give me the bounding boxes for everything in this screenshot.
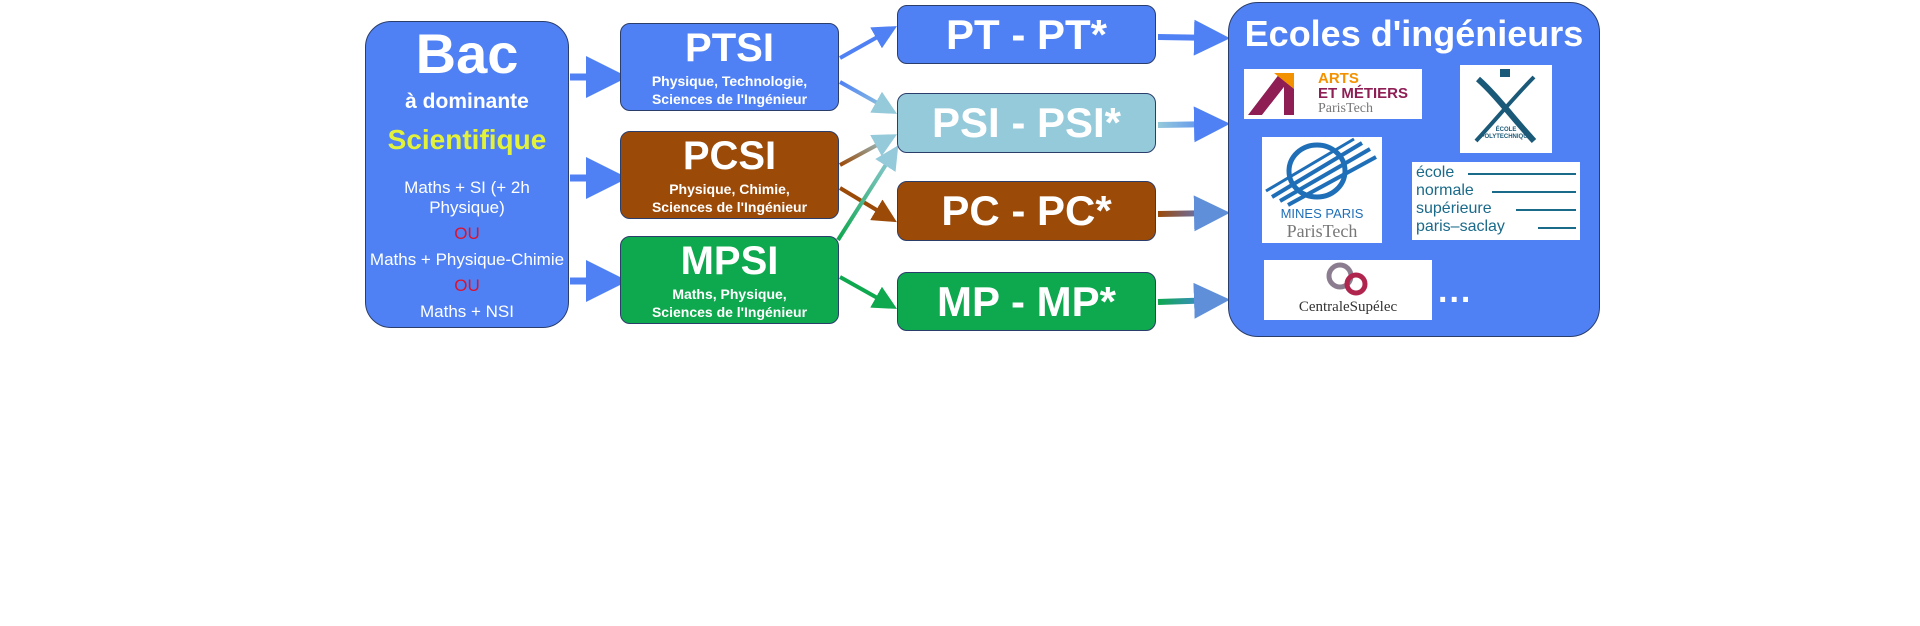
second-year-pt-box: PT - PT* — [897, 5, 1156, 64]
bac-title: Bac — [415, 22, 519, 85]
mines-paris-line2: ParisTech — [1286, 221, 1358, 241]
prepa-pcsi-name: PCSI — [682, 134, 777, 178]
prepa-mpsi-line1: Maths, Physique, — [672, 286, 787, 302]
second-year-pc-label: PC - PC* — [941, 187, 1112, 234]
polytechnique-logo: ÉCOLE POLYTECHNIQUE — [1460, 65, 1552, 153]
ens-rule-1 — [1468, 173, 1576, 175]
second-year-pt-label: PT - PT* — [945, 10, 1107, 58]
bac-or-2: OU — [454, 276, 480, 295]
prepa-pcsi-line1: Physique, Chimie, — [669, 181, 790, 197]
ens-line1: école — [1416, 164, 1455, 181]
arrow-pc-ecoles — [1157, 195, 1230, 232]
mines-paris-line1: MINES PARIS — [1280, 206, 1364, 221]
arts-et-metiers-mark-icon — [1248, 73, 1294, 115]
arrow-mpsi-psi — [836, 145, 899, 242]
ecoles-title: Ecoles d'ingénieurs — [1244, 13, 1584, 54]
arrow-pt-ecoles — [1157, 19, 1230, 56]
bac-subtitle: à dominante — [405, 90, 529, 113]
prepa-pcsi-box: PCSI Physique, Chimie, Sciences de l'Ing… — [620, 131, 839, 219]
second-year-mp-label: MP - MP* — [937, 277, 1116, 325]
second-year-psi-label: PSI - PSI* — [931, 99, 1122, 146]
arrow-ptsi-pt — [839, 26, 897, 60]
ens-paris-saclay-logo: école normale supérieure paris–saclay — [1412, 162, 1580, 240]
ens-rule-4 — [1538, 227, 1576, 229]
polytechnique-small2: POLYTECHNIQUE — [1480, 134, 1532, 140]
arrow-mpsi-mp — [839, 275, 897, 309]
bac-option-2: Maths + Physique-Chimie — [369, 250, 565, 269]
ens-line2: normale — [1416, 182, 1474, 199]
ens-rule-2 — [1492, 191, 1576, 193]
arrow-ptsi-psi — [839, 80, 897, 114]
arrow-psi-ecoles — [1157, 106, 1230, 143]
prepa-mpsi-name: MPSI — [680, 239, 779, 283]
prepa-mpsi-line2: Sciences de l'Ingénieur — [651, 304, 808, 320]
more-ecoles-ellipsis: ... — [1438, 272, 1473, 310]
prepa-pcsi-line2: Sciences de l'Ingénieur — [651, 199, 808, 215]
prepa-mpsi-box: MPSI Maths, Physique, Sciences de l'Ingé… — [620, 236, 839, 324]
prepa-ptsi-line1: Physique, Technologie, — [651, 73, 808, 89]
arts-et-metiers-line2: ET MÉTIERS — [1318, 85, 1409, 102]
centralesupelec-mark-icon — [1326, 262, 1368, 296]
centralesupelec-logo: CentraleSupélec — [1264, 260, 1432, 320]
bac-highlight: Scientifique — [387, 124, 547, 155]
ens-line3: supérieure — [1416, 200, 1492, 217]
bac-or-1: OU — [454, 224, 480, 243]
centralesupelec-name: CentraleSupélec — [1298, 299, 1398, 315]
prepa-ptsi-line2: Sciences de l'Ingénieur — [651, 91, 808, 107]
arts-et-metiers-line3: ParisTech — [1318, 101, 1374, 116]
second-year-mp-box: MP - MP* — [897, 272, 1156, 331]
arrow-pcsi-psi — [839, 134, 898, 167]
bac-option-1: Maths + SI (+ 2h Physique) — [404, 178, 530, 217]
mines-paris-logo: MINES PARIS ParisTech — [1262, 137, 1382, 243]
second-year-pc-box: PC - PC* — [897, 181, 1156, 241]
bac-box: Bac à dominante Scientifique Maths + SI … — [365, 21, 569, 328]
mines-paris-swirl-icon — [1265, 137, 1377, 207]
bac-option-3: Maths + NSI — [419, 302, 514, 321]
prepa-ptsi-box: PTSI Physique, Technologie, Sciences de … — [620, 23, 839, 111]
arts-et-metiers-line1: ARTS — [1318, 70, 1359, 87]
polytechnique-x-icon — [1474, 69, 1537, 144]
second-year-psi-box: PSI - PSI* — [897, 93, 1156, 153]
arrow-mp-ecoles — [1157, 282, 1230, 319]
prepa-ptsi-name: PTSI — [685, 26, 774, 70]
ens-line4: paris–saclay — [1416, 218, 1505, 235]
polytechnique-small1: ÉCOLE — [1495, 127, 1517, 133]
ens-rule-3 — [1516, 209, 1576, 211]
arts-et-metiers-logo: ARTS ET MÉTIERS ParisTech — [1244, 69, 1422, 119]
arrow-pcsi-pc — [838, 186, 897, 223]
